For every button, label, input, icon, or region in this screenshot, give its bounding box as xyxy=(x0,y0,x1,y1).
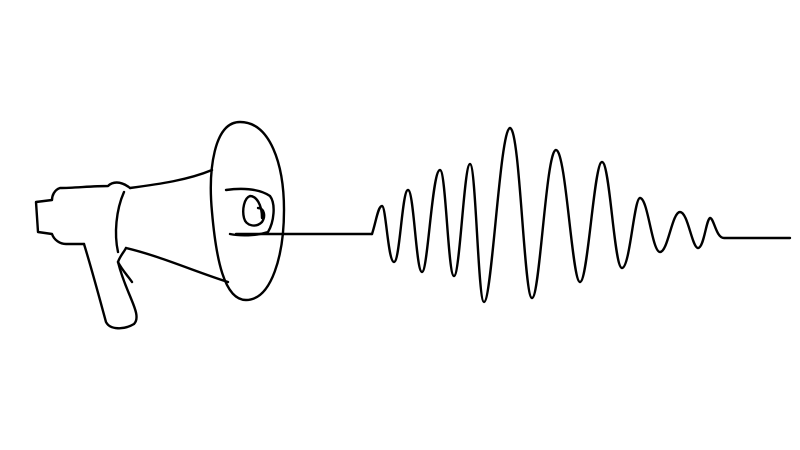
megaphone-spiral xyxy=(242,194,266,227)
sound-wave-icon xyxy=(370,126,792,304)
megaphone-horn-top xyxy=(128,168,214,190)
megaphone-body xyxy=(34,181,132,246)
megaphone-handle xyxy=(82,242,138,330)
megaphone-horn-bottom xyxy=(124,246,230,284)
megaphone-icon xyxy=(34,120,374,330)
megaphone-bell xyxy=(209,120,286,302)
megaphone-trigger xyxy=(116,260,134,284)
megaphone-inner-cone xyxy=(224,187,275,237)
megaphone-body-contour xyxy=(114,190,126,254)
sound-wave-line xyxy=(370,126,792,304)
